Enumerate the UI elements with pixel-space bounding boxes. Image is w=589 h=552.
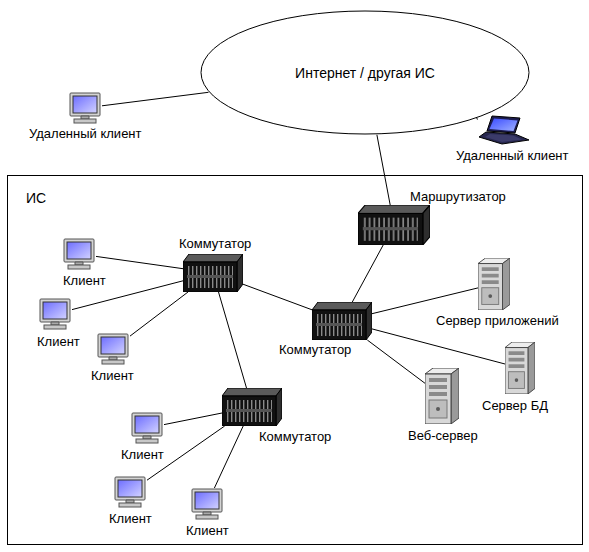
network-link [219,292,247,388]
client-computer: Клиент [62,238,106,288]
database-server-icon [505,342,535,394]
device-label: Сервер БД [482,398,548,413]
application-server: Сервер приложений [436,258,559,328]
client-computer-icon [113,476,147,508]
network-link [164,413,222,425]
client-computer: Клиент [37,298,80,349]
client-computer-picture [98,334,128,364]
network-switch: Коммутатор [179,236,252,292]
remote-client-picture [70,93,100,123]
cloud-label: Интернет / другая ИС [295,65,435,81]
network-switch: Коммутатор [222,388,332,444]
network-link [352,245,383,302]
client-computer: Клиент [186,488,229,538]
network-switch-icon [312,302,372,340]
network-link [476,118,478,120]
device-label: Клиент [121,447,164,462]
client-computer-picture [64,239,94,269]
application-server-picture [478,258,510,310]
web-server-picture [425,368,459,424]
device-label: Клиент [186,523,229,538]
network-link [96,256,183,268]
network-link [372,288,478,314]
system-label: ИС [26,190,46,206]
router-picture [358,205,430,245]
network-switch-icon [183,254,243,292]
client-computer-icon [38,298,72,330]
client-computer-icon [190,488,224,520]
network-link [377,135,390,205]
network-link [102,92,209,106]
device-label: Клиент [91,368,134,383]
network-switch-icon [222,388,282,426]
device-label: Сервер приложений [436,313,559,328]
client-computer: Клиент [91,333,134,383]
client-computer-picture [132,413,162,443]
remote-client: Удаленный клиент [456,115,569,163]
router-icon [358,205,430,245]
device-label: Маршрутизатор [410,189,506,204]
device-label: Клиент [37,334,80,349]
application-server-icon [478,258,510,310]
cloud-ellipse [201,11,529,134]
device-label: Удаленный клиент [29,126,142,141]
network-link [214,426,243,488]
network-switch-picture [183,254,243,292]
client-computer: Клиент [109,476,152,526]
network-switch: Коммутатор [279,302,372,357]
client-computer-picture [192,489,222,519]
device-label: Удаленный клиент [456,148,569,163]
device-label: Веб-сервер [408,428,478,443]
network-switch-picture [222,388,282,426]
device-label: Коммутатор [259,429,331,444]
remote-client-icon [478,115,530,145]
remote-client-icon [68,92,102,124]
web-server: Веб-сервер [408,368,478,443]
remote-client-picture [479,116,529,144]
client-computer: Клиент [121,412,164,462]
database-server-picture [505,342,535,394]
client-computer-icon [62,238,96,270]
web-server-icon [425,368,459,424]
system-boundary: ИСМаршрутизаторКоммутаторКлиентКлиентКли… [7,175,583,545]
network-cloud: Интернет / другая ИС [200,10,530,135]
client-computer-picture [115,477,145,507]
network-link [367,340,425,383]
device-label: Клиент [63,273,106,288]
router: Маршрутизатор [358,189,506,245]
remote-client: Удаленный клиент [29,92,142,141]
network-link [130,292,188,336]
device-label: Клиент [109,511,152,526]
client-computer-picture [40,299,70,329]
network-link [243,284,312,310]
database-server: Сервер БД [482,342,549,413]
client-computer-icon [96,333,130,365]
device-label: Коммутатор [279,342,351,357]
device-label: Коммутатор [179,236,251,251]
client-computer-icon [130,412,164,444]
network-switch-picture [312,302,372,340]
